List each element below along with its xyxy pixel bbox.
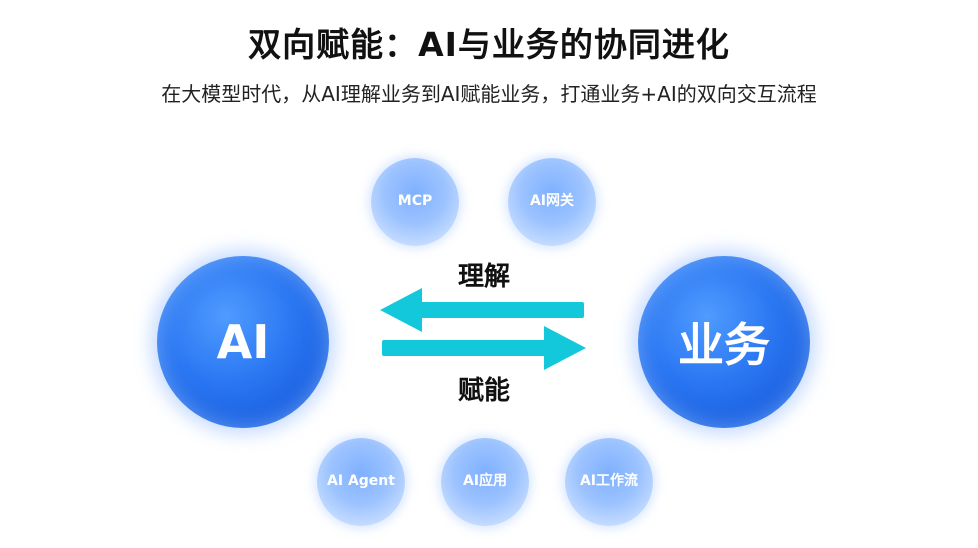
node-business-label: 业务 [678, 318, 770, 372]
node-ai-application: AI应用 [441, 438, 529, 526]
node-ai-workflow: AI工作流 [565, 438, 653, 526]
node-ai-agent: AI Agent [317, 438, 405, 526]
empower-arrow [382, 326, 586, 370]
node-ai-agent-label: AI Agent [327, 473, 395, 490]
edge-label-empower: 赋能 [457, 376, 510, 406]
page-title: 双向赋能：AI与业务的协同进化 [248, 25, 730, 64]
page-subtitle: 在大模型时代，从AI理解业务到AI赋能业务，打通业务+AI的双向交互流程 [161, 82, 817, 106]
edge-label-understand: 理解 [457, 262, 510, 292]
node-ai-gateway-label: AI网关 [529, 193, 575, 210]
understand-arrow [380, 288, 584, 332]
node-ai-application-label: AI应用 [462, 473, 508, 490]
node-ai-label: AI [216, 315, 270, 369]
node-ai-workflow-label: AI工作流 [579, 473, 639, 490]
node-mcp-label: MCP [397, 193, 433, 210]
node-ai: AI [157, 256, 329, 428]
node-ai-gateway: AI网关 [508, 158, 596, 246]
node-business: 业务 [638, 256, 810, 428]
node-mcp: MCP [371, 158, 459, 246]
